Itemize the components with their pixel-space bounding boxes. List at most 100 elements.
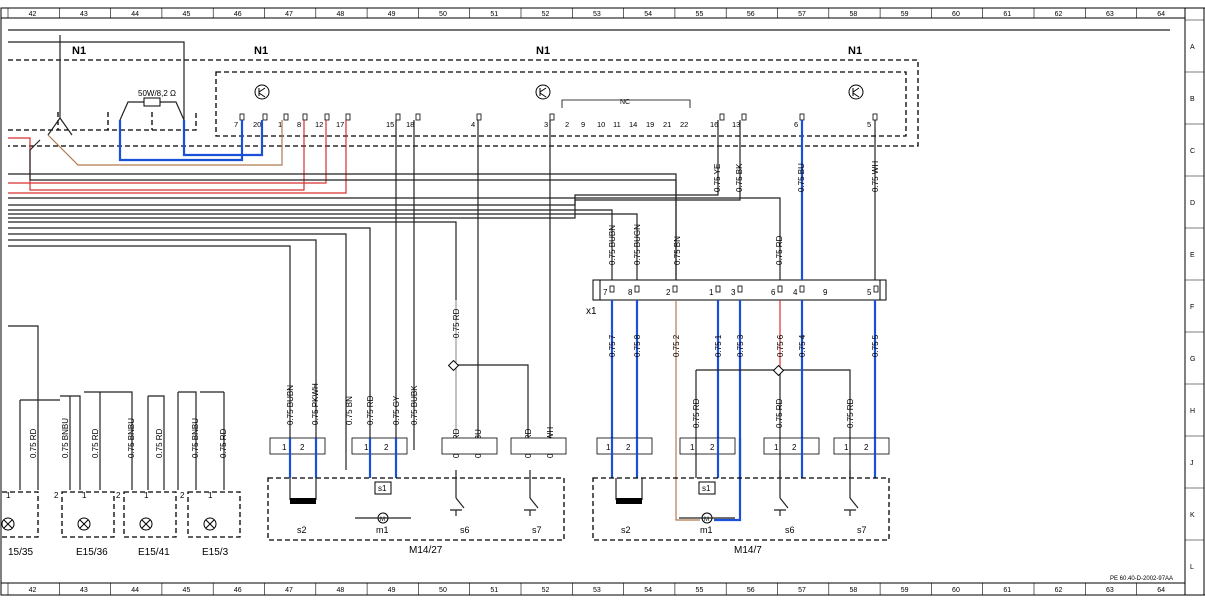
lamp-pin-label: 2 [54, 491, 59, 500]
lamp-label: E15/36 [76, 547, 108, 558]
switch-icon [774, 470, 789, 516]
connector-x1-pin-label: 4 [793, 288, 798, 297]
n1-pin-terminal [239, 113, 245, 121]
n1-pin-label: 7 [234, 120, 238, 129]
component-connector [596, 437, 653, 455]
n1-label-right: N1 [848, 45, 862, 57]
wire-label: 0.75 7 [608, 334, 617, 357]
n1-pin-label: 8 [297, 120, 301, 129]
wire-bk [8, 233, 347, 470]
row-letter: J [1190, 460, 1194, 467]
wire-label: 0.75 1 [714, 334, 723, 357]
sensor-s1-label: s1 [702, 484, 711, 493]
column-number: 57 [798, 587, 806, 594]
column-number: 50 [439, 11, 447, 18]
lamp-label: E15/3 [202, 547, 229, 558]
nc-bracket: NC [561, 99, 691, 108]
module-m14-27: M14/27 [267, 477, 565, 556]
column-number: 60 [952, 11, 960, 18]
wire-label: 0.75 RD [452, 308, 461, 338]
wire-label: 0.75 BUGN [633, 224, 642, 265]
part-label-s6: s6 [785, 525, 795, 535]
wire-label: 0.75 WH [871, 161, 880, 192]
n1-pin-label: 9 [581, 120, 585, 129]
n1-label-center: N1 [536, 45, 550, 57]
connector-x1-label: x1 [586, 306, 597, 317]
wire-bk [289, 478, 317, 500]
row-letter: F [1190, 304, 1194, 311]
wire-bn [675, 300, 700, 521]
resistor: 50W/8,2 Ω [119, 89, 185, 121]
position-switch-icon [290, 498, 316, 504]
wire-label: 0.75 RD [366, 395, 375, 425]
component-connector [679, 437, 736, 455]
n1-pin-label: 16 [710, 120, 718, 129]
column-number: 42 [29, 587, 37, 594]
part-label-s7: s7 [857, 525, 867, 535]
n1-pin-label: 11 [613, 120, 621, 129]
component-connector [833, 437, 890, 455]
wire-label: 0.75 BNBU [61, 418, 70, 458]
n1-pin-label: 21 [663, 120, 671, 129]
wire-label: 0.75 GY [392, 395, 401, 425]
component-pin-label: 1 [844, 443, 849, 452]
connector-x1-pin-label: 2 [666, 288, 671, 297]
wire-rd [8, 120, 305, 191]
n1-pin-label: 22 [680, 120, 688, 129]
wire-bk [8, 173, 677, 280]
column-number: 43 [80, 587, 88, 594]
component-pin-label: 1 [774, 443, 779, 452]
wire-label: 0.75 RD [155, 428, 164, 458]
wire-bk [8, 245, 291, 450]
lamp-label: E15/41 [138, 547, 170, 558]
motor-label: M [704, 517, 709, 523]
component-connector [441, 437, 498, 455]
wire-label: 0.75 RD [846, 398, 855, 428]
wire-label: 0.75 8 [633, 334, 642, 357]
wire-bk [8, 209, 613, 280]
connector-x1-pin-label: 3 [731, 288, 736, 297]
wire-label: 0.75 BN [673, 236, 682, 265]
transistor-icon [535, 84, 551, 100]
column-number: 54 [644, 11, 652, 18]
connector-x1-pin [672, 285, 678, 293]
sensor-s1 [374, 481, 392, 495]
part-label-s7: s7 [532, 525, 542, 535]
part-label-m1: m1 [376, 525, 389, 535]
column-number: 49 [388, 587, 396, 594]
column-number: 51 [490, 587, 498, 594]
transistor-icon [848, 84, 864, 100]
wire-bn [47, 120, 283, 166]
wire-label: 0.75 YE [713, 164, 722, 192]
component-pin-label: 2 [864, 443, 869, 452]
n1-pin-terminal [262, 113, 268, 121]
wire-label: 0.75 BUBN [608, 225, 617, 265]
column-number: 57 [798, 11, 806, 18]
column-number: 62 [1055, 11, 1063, 18]
component-connector [351, 437, 408, 455]
component-pin-label: 2 [710, 443, 715, 452]
wire-label: 0.75 BNBU [191, 418, 200, 458]
wire-bk [8, 227, 371, 470]
row-letter: G [1190, 356, 1195, 363]
wire-label: 0.75 RD [29, 428, 38, 458]
wire-bk [8, 239, 317, 450]
lamp-pin-label: 1 [82, 491, 87, 500]
document-reference: PE 60.40-D-2002-97AA [1110, 576, 1173, 582]
wire-bk [8, 41, 185, 120]
n1-pin-label: 14 [629, 120, 637, 129]
column-number: 56 [747, 587, 755, 594]
lamp-housing [0, 491, 39, 538]
wire-bk [177, 391, 197, 490]
wire-bu [182, 120, 264, 157]
wire-bu [118, 120, 244, 162]
motor-label: M [380, 517, 385, 523]
column-number: 51 [490, 11, 498, 18]
part-label-s6: s6 [460, 525, 470, 535]
component-pin-label: 1 [606, 443, 611, 452]
row-letter: C [1190, 148, 1195, 155]
connector-x1-pin-label: 6 [771, 288, 776, 297]
